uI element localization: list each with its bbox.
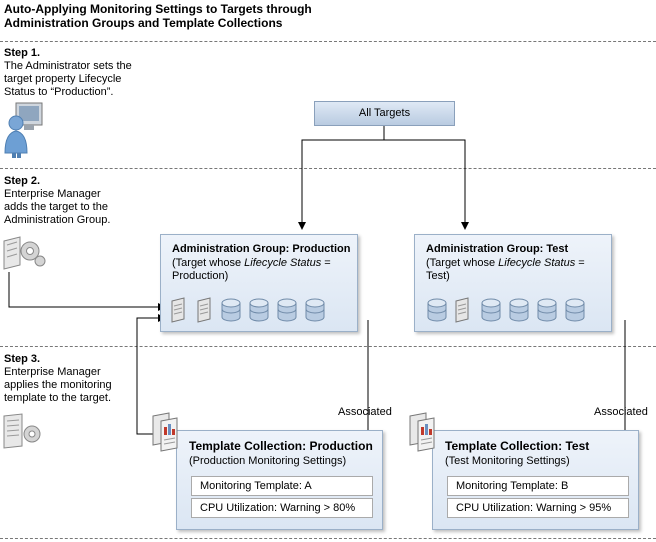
desc-prefix: (Target whose [172,257,245,269]
production-target-icons [170,297,350,328]
step-3-title: Step 3. [4,353,41,365]
database-icon [249,298,269,322]
tc-production-template: Monitoring Template: A [191,476,373,496]
administrator-icon [4,102,43,158]
document-target-icon [197,297,211,323]
admin-production-desc: (Target whose Lifecycle Status = Product… [172,257,357,283]
step-2: Step 2. Enterprise Manager adds the targ… [4,175,124,227]
tc-test-subtitle: (Test Monitoring Settings) [445,455,570,467]
admin-group-production: Administration Group: Production (Target… [160,234,358,332]
arrow-step2-to-group [8,272,166,311]
tc-production-title: Template Collection: Production [189,439,373,453]
separator-3 [0,346,656,347]
database-icon [305,298,325,322]
desc-suffix: = Test) [426,257,585,282]
database-icon [427,298,447,322]
arrow-template-to-target [136,314,166,435]
template-collection-icon [409,412,435,452]
template-collection-test: Template Collection: Test (Test Monitori… [432,430,639,530]
tc-test-template: Monitoring Template: B [447,476,629,496]
step-1-title: Step 1. [4,47,41,59]
diagram-title: Auto-Applying Monitoring Settings to Tar… [4,2,364,30]
step-1: Step 1. The Administrator sets the targe… [4,47,154,99]
associated-label-production: Associated [338,406,392,418]
database-icon [509,298,529,322]
tc-test-cpu: CPU Utilization: Warning > 95% [447,498,629,518]
database-icon [221,298,241,322]
tc-test-title: Template Collection: Test [445,439,590,453]
test-target-icons [424,297,604,328]
admin-production-title: Administration Group: Production [172,243,351,255]
desc-italic: Lifecycle Status [244,257,322,269]
step-1-text: The Administrator sets the target proper… [4,60,132,98]
database-icon [277,298,297,322]
step-2-title: Step 2. [4,175,41,187]
admin-group-test: Administration Group: Test (Target whose… [414,234,612,332]
desc-prefix: (Target whose [426,257,499,269]
admin-test-desc: (Target whose Lifecycle Status = Test) [426,257,611,283]
database-icon [565,298,585,322]
document-target-icon [455,297,469,323]
database-icon [537,298,557,322]
tc-production-subtitle: (Production Monitoring Settings) [189,455,347,467]
document-target-icon [171,297,185,323]
database-icon [481,298,501,322]
arrow-to-test-group [384,139,469,230]
title-line-1: Auto-Applying Monitoring Settings to Tar… [4,2,312,16]
template-collection-icon [152,412,178,452]
arrow-to-production-group [298,125,385,230]
step-3-text: Enterprise Manager applies the monitorin… [4,366,112,404]
separator-2 [0,168,656,169]
title-line-2: Administration Groups and Template Colle… [4,16,283,30]
separator-1 [0,41,656,42]
separator-4 [0,538,656,539]
step-2-text: Enterprise Manager adds the target to th… [4,188,111,226]
all-targets-box: All Targets [314,101,455,126]
tc-production-cpu: CPU Utilization: Warning > 80% [191,498,373,518]
step-3: Step 3. Enterprise Manager applies the m… [4,353,134,405]
desc-suffix: = Production) [172,257,331,282]
desc-italic: Lifecycle Status [498,257,576,269]
monitoring-template-icon [3,413,41,449]
associated-label-test: Associated [594,406,648,418]
configuration-gear-icon [3,236,46,270]
template-collection-production: Template Collection: Production (Product… [176,430,383,530]
admin-test-title: Administration Group: Test [426,243,569,255]
